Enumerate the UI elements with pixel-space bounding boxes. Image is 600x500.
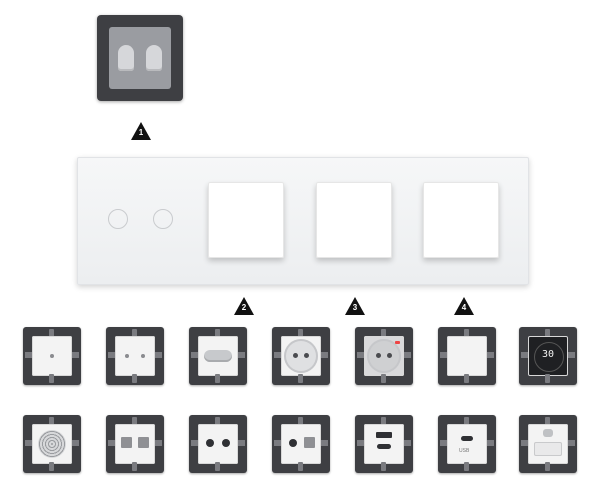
module-face (198, 424, 238, 464)
socket-icon (284, 339, 318, 373)
rj45-port-icon (138, 437, 149, 448)
module-usb-charger[interactable] (355, 415, 413, 473)
top-module-mechanism (97, 15, 183, 101)
led-dot-icon (125, 354, 129, 358)
touch-button-1[interactable] (108, 209, 128, 229)
rocker-key-1[interactable] (208, 182, 284, 258)
sensor-icon (543, 429, 553, 437)
coax-port-icon (222, 439, 230, 447)
coax-port-icon (206, 439, 214, 447)
module-schuko-socket-black[interactable] (355, 327, 413, 385)
marker-3-label: 3 (352, 303, 358, 312)
module-night-light[interactable] (519, 415, 577, 473)
step-marker-3: 3 (345, 297, 365, 315)
module-rocker-switch[interactable] (189, 327, 247, 385)
module-face (447, 336, 487, 376)
knob-right (146, 45, 162, 71)
triangle-icon (345, 297, 365, 315)
module-coax-double[interactable] (189, 415, 247, 473)
rj45-port-icon (121, 437, 132, 448)
module-face (364, 424, 404, 464)
dial-icon (534, 342, 564, 372)
socket-icon (367, 339, 401, 373)
module-face (115, 336, 155, 376)
module-schuko-socket[interactable] (272, 327, 330, 385)
usb-c-port-icon (377, 444, 391, 449)
coax-port-icon (289, 439, 297, 447)
marker-2-label: 2 (241, 303, 247, 312)
module-blank[interactable] (438, 327, 496, 385)
module-face (32, 424, 72, 464)
knob-left (118, 45, 134, 71)
step-marker-2: 2 (234, 297, 254, 315)
thermostat-reading: 30 (541, 349, 555, 360)
touch-button-2[interactable] (153, 209, 173, 229)
rj45-port-icon (304, 437, 315, 448)
module-face (528, 424, 568, 464)
triangle-icon (234, 297, 254, 315)
rocker-key-3[interactable] (423, 182, 499, 258)
triangle-icon (454, 297, 474, 315)
module-double-data-port[interactable] (106, 415, 164, 473)
module-single-touch[interactable] (23, 327, 81, 385)
module-coax-data[interactable] (272, 415, 330, 473)
module-speaker[interactable] (23, 415, 81, 473)
module-usb-c[interactable]: USB (438, 415, 496, 473)
module-face: 30 (528, 336, 568, 376)
module-face (115, 424, 155, 464)
indicator-icon (395, 341, 400, 344)
module-thermostat[interactable]: 30 (519, 327, 577, 385)
triangle-icon (131, 122, 151, 140)
module-double-touch[interactable] (106, 327, 164, 385)
led-dot-icon (50, 354, 54, 358)
light-window-icon (534, 442, 562, 456)
usb-c-port-icon (461, 436, 473, 441)
step-marker-1: 1 (131, 122, 151, 140)
module-face (281, 424, 321, 464)
module-face: USB (447, 424, 487, 464)
usb-label: USB (459, 448, 470, 454)
marker-1-label: 1 (138, 128, 144, 137)
mechanism-body (109, 27, 171, 89)
speaker-grille-icon (38, 430, 66, 458)
step-marker-4: 4 (454, 297, 474, 315)
module-face (32, 336, 72, 376)
module-face (198, 336, 238, 376)
led-dot-icon (141, 354, 145, 358)
marker-4-label: 4 (461, 303, 467, 312)
usb-a-port-icon (376, 432, 392, 438)
glass-panel (77, 157, 529, 285)
rocker-key-2[interactable] (316, 182, 392, 258)
rocker-icon (204, 350, 232, 362)
